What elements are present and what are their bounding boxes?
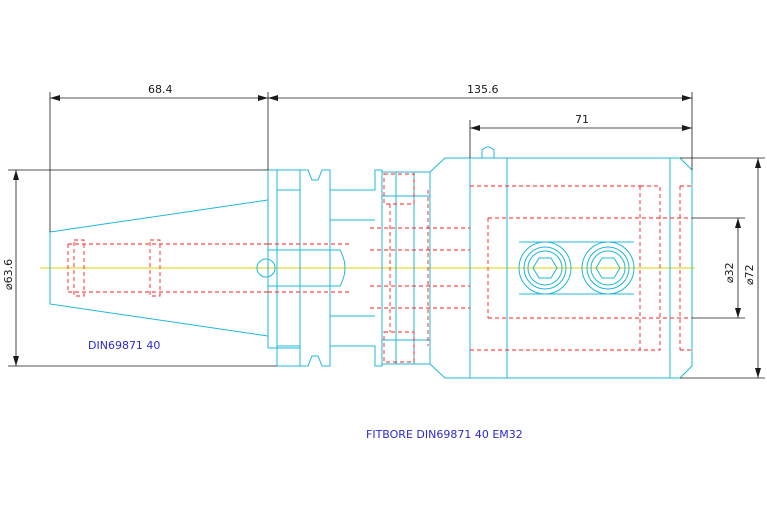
taper-shank: [49, 188, 269, 348]
drawing-title: FITBORE DIN69871 40 EM32: [366, 428, 523, 441]
dim-overall-length: 135.6: [467, 83, 499, 96]
dimension-lines: [8, 92, 765, 379]
clamp-screw-1: [518, 241, 572, 295]
dim-flange-diameter: ⌀63.6: [2, 259, 15, 290]
tool-body: [469, 146, 693, 379]
dim-body-diameter: ⌀72: [743, 264, 756, 285]
taper-standard-label: DIN69871 40: [88, 339, 160, 352]
dim-bore-diameter: ⌀32: [723, 262, 736, 283]
hidden-lines: [67, 173, 692, 363]
dim-taper-length: 68.4: [148, 83, 173, 96]
dim-body-length: 71: [575, 113, 589, 126]
